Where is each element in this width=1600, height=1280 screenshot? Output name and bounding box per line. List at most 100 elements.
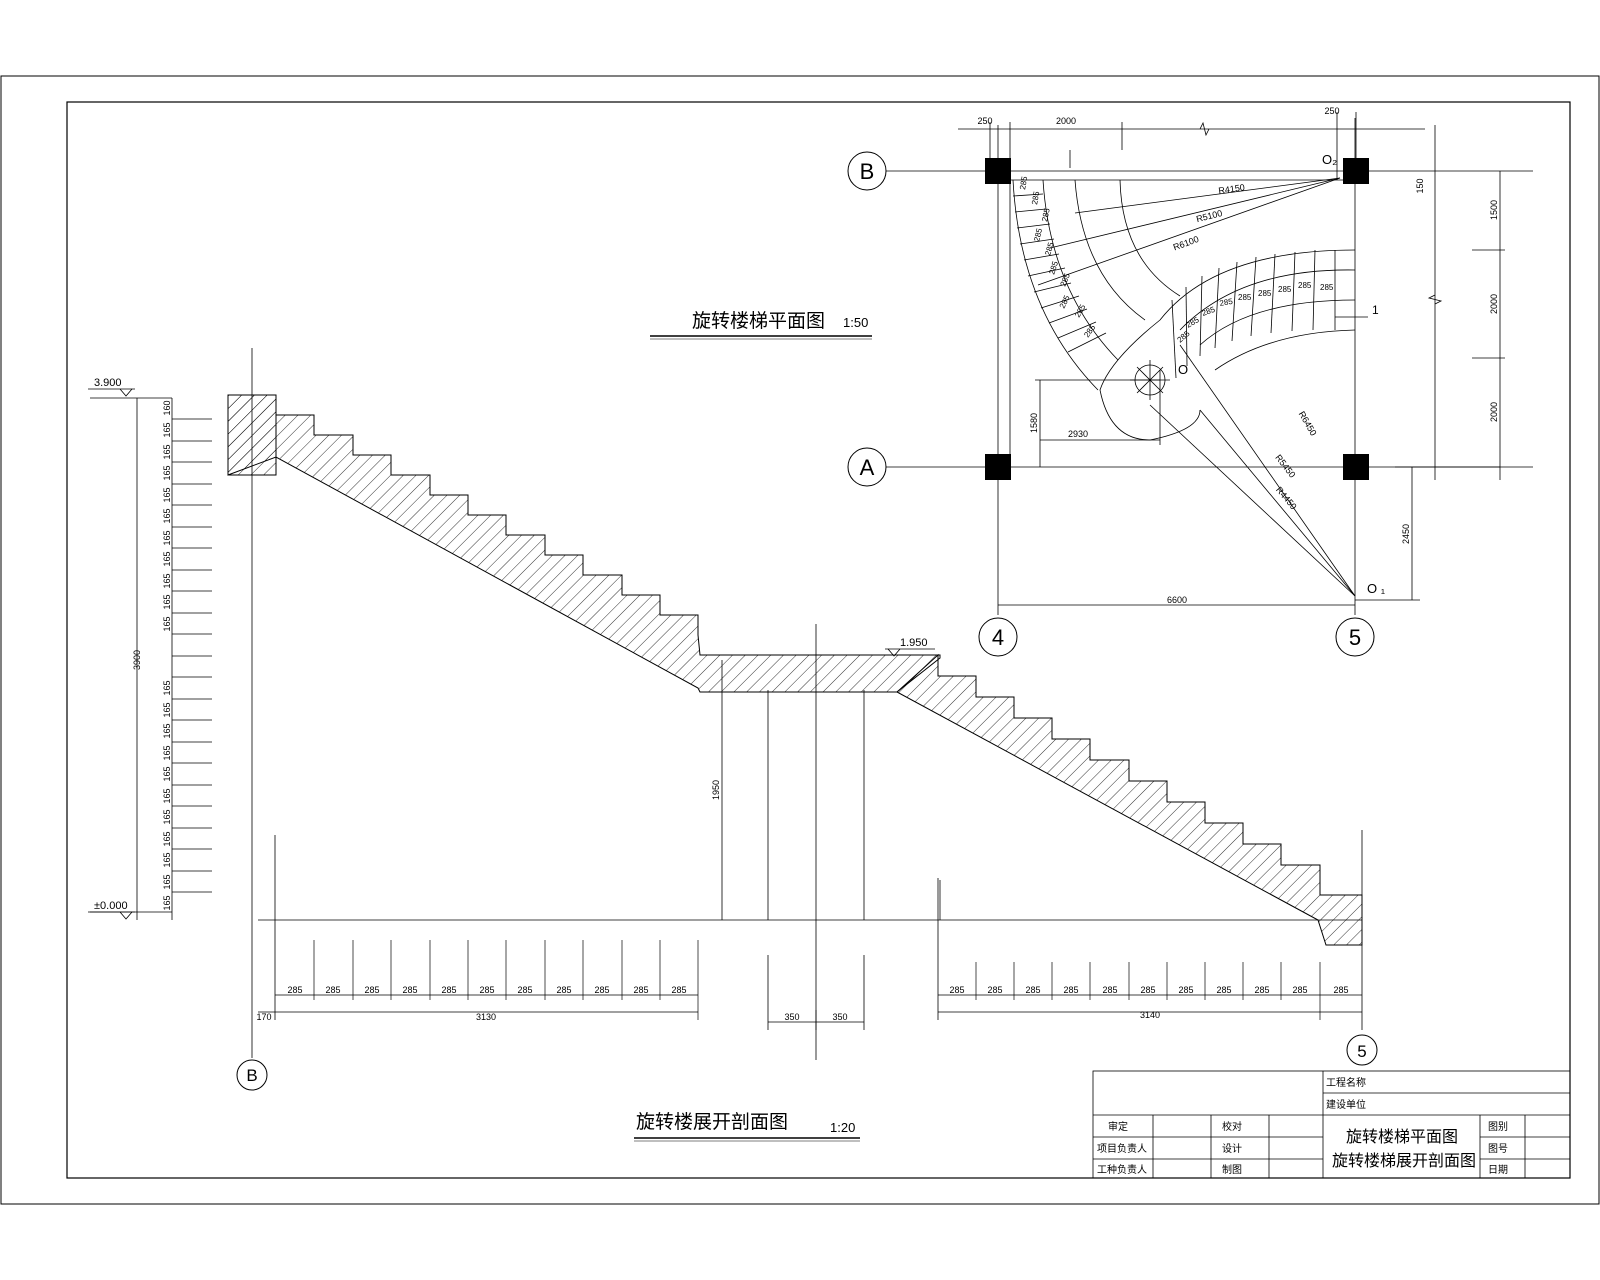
svg-text:285: 285 bbox=[1040, 207, 1052, 222]
plan-tread-labels: 285 285 285 285 285 285 285 285 285 285 … bbox=[1018, 175, 1334, 344]
svg-text:165: 165 bbox=[162, 487, 172, 502]
tb-client: 建设单位 bbox=[1326, 1098, 1366, 1111]
riser-labels: 160 165 165 165 165 165 165 165 165 165 … bbox=[162, 400, 172, 910]
svg-text:285: 285 bbox=[1333, 985, 1348, 995]
svg-text:285: 285 bbox=[287, 985, 302, 995]
svg-text:285: 285 bbox=[1082, 323, 1097, 340]
dim-1580: 1580 bbox=[1029, 413, 1039, 433]
section-axis-label-b: B bbox=[246, 1066, 257, 1085]
tb-discipline-lead: 工种负责人 bbox=[1097, 1163, 1147, 1176]
inner-border bbox=[66, 101, 1571, 1179]
radius-r5450: R5450 bbox=[1273, 453, 1297, 480]
center-o1-label: O ₁ bbox=[1367, 581, 1386, 596]
svg-text:285: 285 bbox=[1219, 297, 1234, 308]
svg-text:165: 165 bbox=[162, 895, 172, 910]
svg-text:285: 285 bbox=[1258, 289, 1272, 298]
svg-text:285: 285 bbox=[633, 985, 648, 995]
axis-bubble-4 bbox=[978, 617, 1018, 657]
dim-right-2000-b: 2000 bbox=[1489, 402, 1499, 422]
radius-r4450: R4450 bbox=[1274, 485, 1299, 512]
tb-project-name: 工程名称 bbox=[1326, 1076, 1366, 1089]
dim-right-2000-a: 2000 bbox=[1489, 294, 1499, 314]
dim-3140: 3140 bbox=[1140, 1010, 1160, 1020]
svg-text:285: 285 bbox=[1032, 227, 1044, 243]
tb-sheet-title-1: 旋转楼梯平面图 bbox=[1346, 1127, 1458, 1146]
svg-text:165: 165 bbox=[162, 422, 172, 437]
dim-top-250-left: 250 bbox=[977, 116, 992, 126]
center-o2-label: O₂ bbox=[1322, 152, 1337, 167]
svg-text:285: 285 bbox=[325, 985, 340, 995]
dim-right-150: 150 bbox=[1415, 178, 1425, 193]
section-left-flight bbox=[227, 394, 941, 693]
svg-text:285: 285 bbox=[1298, 281, 1312, 290]
dim-right-2450: 2450 bbox=[1401, 524, 1411, 544]
svg-text:285: 285 bbox=[1030, 190, 1041, 205]
tb-sheet-title-2: 旋转楼梯展开剖面图 bbox=[1332, 1151, 1476, 1170]
svg-text:285: 285 bbox=[1238, 293, 1252, 302]
tb-job-no: 图别 bbox=[1488, 1121, 1508, 1133]
svg-text:165: 165 bbox=[162, 702, 172, 717]
svg-text:165: 165 bbox=[162, 680, 172, 695]
section-axis-bubble-b bbox=[236, 1059, 268, 1091]
dim-right-1500: 1500 bbox=[1489, 200, 1499, 220]
svg-text:285: 285 bbox=[1018, 175, 1029, 190]
section-tread-labels: 285 285 285 285 285 285 285 285 285 285 … bbox=[287, 985, 1348, 995]
tb-approve: 审定 bbox=[1108, 1120, 1128, 1133]
svg-text:285: 285 bbox=[949, 985, 964, 995]
svg-text:165: 165 bbox=[162, 809, 172, 824]
svg-text:285: 285 bbox=[364, 985, 379, 995]
svg-text:165: 165 bbox=[162, 465, 172, 480]
dim-170: 170 bbox=[256, 1012, 271, 1022]
axis-label-b: B bbox=[860, 159, 875, 184]
section-view bbox=[90, 348, 1363, 1060]
tb-proj-lead: 项目负责人 bbox=[1097, 1142, 1147, 1155]
svg-text:165: 165 bbox=[162, 573, 172, 588]
section-axis-label-5: 5 bbox=[1357, 1042, 1366, 1061]
svg-text:285: 285 bbox=[1216, 985, 1231, 995]
dim-2930: 2930 bbox=[1068, 429, 1088, 439]
radius-r5100: R5100 bbox=[1195, 208, 1223, 224]
svg-text:285: 285 bbox=[594, 985, 609, 995]
svg-text:285: 285 bbox=[1185, 315, 1202, 330]
section-right-flight bbox=[896, 653, 1363, 946]
svg-text:285: 285 bbox=[1292, 985, 1307, 995]
dim-bottom-6600: 6600 bbox=[1167, 595, 1187, 605]
axis-label-4: 4 bbox=[992, 625, 1004, 650]
svg-text:165: 165 bbox=[162, 723, 172, 738]
svg-text:285: 285 bbox=[1073, 302, 1088, 319]
elev-top: 3.900 bbox=[94, 377, 122, 389]
svg-text:165: 165 bbox=[162, 530, 172, 545]
plan-columns bbox=[985, 158, 1369, 480]
svg-text:165: 165 bbox=[162, 594, 172, 609]
svg-text:285: 285 bbox=[671, 985, 686, 995]
svg-text:285: 285 bbox=[987, 985, 1002, 995]
title-block bbox=[1092, 1070, 1571, 1179]
dim-top-250-right: 250 bbox=[1324, 106, 1339, 116]
top-landing-block bbox=[227, 394, 277, 476]
elev-base: ±0.000 bbox=[94, 900, 128, 912]
outer-border bbox=[0, 75, 1600, 1205]
tb-check: 校对 bbox=[1222, 1120, 1242, 1133]
svg-text:160: 160 bbox=[162, 400, 172, 415]
svg-text:285: 285 bbox=[402, 985, 417, 995]
svg-text:165: 165 bbox=[162, 745, 172, 760]
tread-ticks bbox=[313, 940, 1321, 1020]
svg-text:285: 285 bbox=[1063, 985, 1078, 995]
tb-design: 设计 bbox=[1222, 1142, 1242, 1155]
dim-3130: 3130 bbox=[476, 1012, 496, 1022]
dim-total-height: 3900 bbox=[132, 650, 142, 670]
svg-text:285: 285 bbox=[1043, 241, 1055, 257]
radius-r6450: R6450 bbox=[1297, 410, 1319, 438]
svg-text:165: 165 bbox=[162, 831, 172, 846]
axis-bubble-b bbox=[847, 151, 887, 191]
tb-date: 日期 bbox=[1488, 1164, 1508, 1176]
svg-text:165: 165 bbox=[162, 508, 172, 523]
svg-text:165: 165 bbox=[162, 788, 172, 803]
svg-text:165: 165 bbox=[162, 444, 172, 459]
svg-text:285: 285 bbox=[1320, 283, 1334, 292]
svg-text:285: 285 bbox=[1025, 985, 1040, 995]
svg-text:285: 285 bbox=[479, 985, 494, 995]
svg-text:285: 285 bbox=[1278, 285, 1292, 294]
plan-scale: 1:50 bbox=[843, 315, 868, 330]
